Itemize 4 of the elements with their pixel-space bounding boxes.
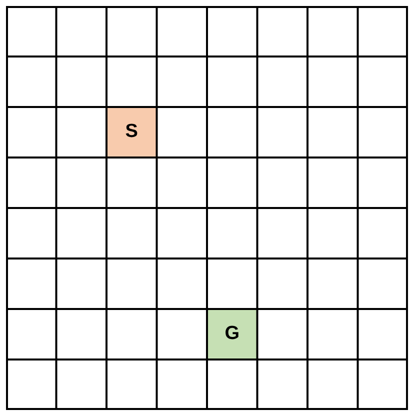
highlighted-grid-cell [106,107,157,158]
cell-letter: G [224,323,240,346]
cell-letter: S [125,121,138,144]
highlighted-grid-cell [207,309,258,360]
